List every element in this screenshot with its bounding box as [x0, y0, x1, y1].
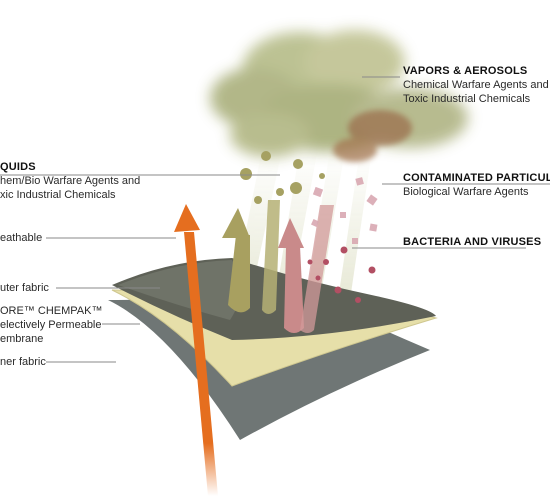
droplet-icon	[240, 151, 325, 204]
outer-fabric-label: uter fabric	[0, 281, 49, 295]
leader-lines	[0, 76, 550, 363]
membrane-line-3: embrane	[0, 333, 44, 345]
liquids-label: QUIDS hem/Bio Warfare Agents and xic Ind…	[0, 160, 140, 202]
particulates-label: CONTAMINATED PARTICULATE Biological Warf…	[403, 171, 550, 199]
virus-icon	[307, 246, 376, 303]
inner-fabric-label: ner fabric	[0, 355, 46, 369]
breathable-text: eathable	[0, 232, 43, 244]
liquids-line-1: hem/Bio Warfare Agents and	[0, 175, 141, 187]
membrane-label: ORE™ CHEMPAK™ electively Permeable embra…	[0, 304, 102, 346]
membrane-line-2: electively Permeable	[0, 319, 102, 331]
cloud-icon	[210, 30, 468, 162]
breathable-arrow-up-icon	[174, 204, 218, 496]
bacteria-label: BACTERIA AND VIRUSES	[403, 235, 541, 249]
particulates-line-1: Biological Warfare Agents	[403, 186, 529, 198]
membrane-line-1: ORE™ CHEMPAK™	[0, 305, 103, 317]
liquids-line-2: xic Industrial Chemicals	[0, 189, 116, 201]
outer-fabric-text: uter fabric	[0, 282, 49, 294]
vapors-line-1: Chemical Warfare Agents and	[403, 79, 549, 91]
vapors-label: VAPORS & AEROSOLS Chemical Warfare Agent…	[403, 64, 549, 106]
breathable-label: eathable	[0, 231, 42, 245]
bacteria-title: BACTERIA AND VIRUSES	[403, 236, 542, 248]
particle-arrow	[278, 205, 334, 333]
outer-fabric-highlight	[118, 260, 241, 320]
vapors-title: VAPORS & AEROSOLS	[403, 65, 528, 77]
particle-icon	[311, 177, 378, 244]
vapors-line-2: Toxic Industrial Chemicals	[403, 93, 531, 105]
vapor-arrows	[222, 200, 280, 314]
inner-fabric-text: ner fabric	[0, 356, 46, 368]
liquids-title: QUIDS	[0, 161, 36, 173]
particulates-title: CONTAMINATED PARTICULATE	[403, 172, 550, 184]
